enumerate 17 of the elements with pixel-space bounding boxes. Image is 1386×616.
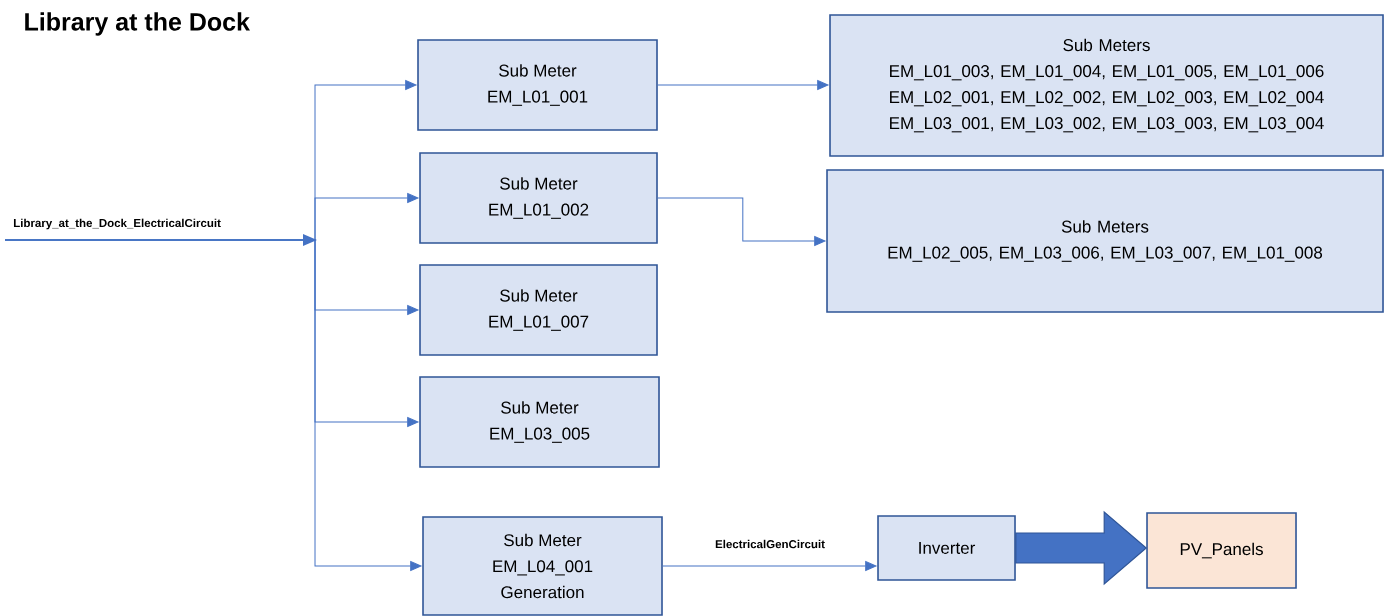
- arrow: [662, 561, 877, 571]
- block-arrow: [1015, 510, 1148, 586]
- sub-meters-box: Sub Meters EM_L02_005, EM_L03_006, EM_L03_007, EM_L01_008: [826, 169, 1384, 313]
- title: Library at the Dock: [25, 12, 250, 36]
- edge-label: Library_at_the_Dock_ElectricalCircuit: [12, 217, 222, 231]
- sub-meter-box: Sub Meter EM_L01_001: [417, 39, 658, 131]
- sub-meter-box: Sub Meter EM_L01_002: [419, 152, 658, 244]
- panel-box: PV_Panels: [1146, 512, 1297, 589]
- arrow: [657, 80, 829, 90]
- sub-meter-box: Sub Meter EM_L01_007: [419, 264, 658, 356]
- arrow: [657, 197, 826, 246]
- inverter-box: Inverter: [877, 515, 1016, 581]
- sub-meters-box: Sub Meters EM_L01_003, EM_L01_004, EM_L01_005, EM_L01_006 EM_L02_001, EM_L02_002, EM_L02_003, EM_L02_004 EM_L03_001, EM_L03_002, EM_L03_003, EM_L03_004: [829, 14, 1384, 157]
- arrow: [4, 239, 422, 571]
- edge-label: ElectricalGenCircuit: [714, 538, 826, 550]
- sub-meter-box: Sub Meter EM_L03_005: [419, 376, 660, 468]
- sub-meter-box: Sub Meter EM_L04_001 Generation: [422, 516, 663, 616]
